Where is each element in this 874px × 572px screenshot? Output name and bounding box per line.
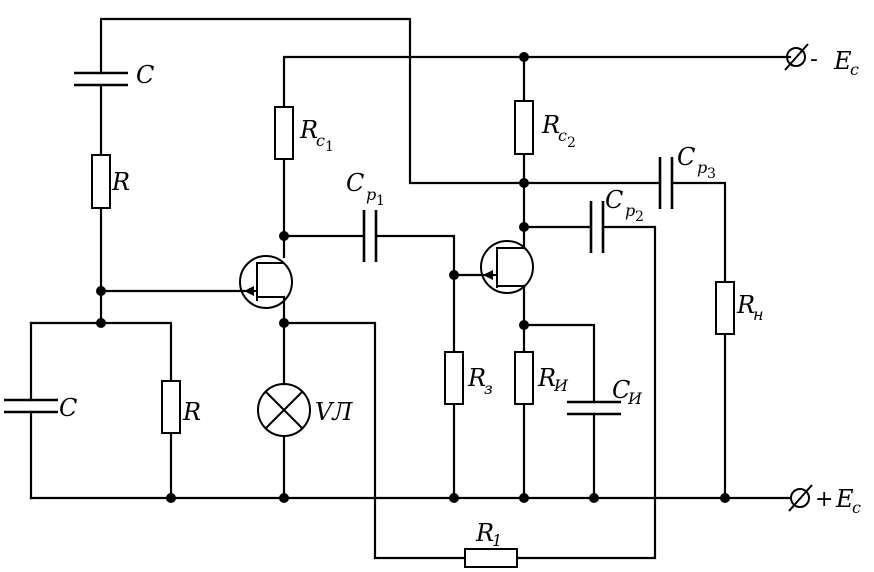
label-r1: R 1 xyxy=(475,519,502,550)
capacitor-cp3 xyxy=(658,157,674,209)
svg-text:+: + xyxy=(815,487,833,512)
capacitor-cp2 xyxy=(589,201,605,253)
terminal-bottom xyxy=(788,484,813,512)
resistor-r-left xyxy=(161,380,181,434)
label-rc2: R c 2 xyxy=(541,111,576,151)
svg-text:C: C xyxy=(605,186,623,214)
svg-text:C: C xyxy=(677,143,695,171)
svg-text:E: E xyxy=(835,485,854,513)
label-c-top: C xyxy=(136,61,154,89)
svg-text:И: И xyxy=(553,376,569,395)
capacitor-ci xyxy=(567,400,621,416)
svg-text:1: 1 xyxy=(376,193,385,209)
capacitor-c-left xyxy=(4,398,58,414)
svg-text:И: И xyxy=(627,389,643,408)
junction-nodes xyxy=(96,52,730,503)
label-c-left: C xyxy=(59,394,77,422)
svg-text:1: 1 xyxy=(492,531,502,550)
terminal-top xyxy=(784,43,809,71)
label-r-left: R xyxy=(182,398,201,426)
label-cp2: C p 2 xyxy=(605,186,644,225)
label-r-top: R xyxy=(111,168,130,196)
svg-text:3: 3 xyxy=(707,166,716,182)
label-ec-top: - E c xyxy=(810,47,859,79)
capacitor-cp1 xyxy=(362,210,378,262)
label-rz: R з xyxy=(467,364,493,398)
svg-text:з: з xyxy=(484,379,493,398)
label-rn: R н xyxy=(736,291,764,324)
resistor-r-top xyxy=(91,154,111,209)
svg-text:C: C xyxy=(346,169,364,197)
wires xyxy=(29,17,792,560)
resistor-rz xyxy=(444,351,464,405)
label-ci: C И xyxy=(612,376,643,408)
svg-text:p: p xyxy=(366,185,376,204)
label-cp3: C p 3 xyxy=(677,143,716,182)
svg-text:-: - xyxy=(810,47,818,72)
svg-text:R: R xyxy=(736,291,755,319)
svg-text:E: E xyxy=(833,47,852,75)
svg-text:R: R xyxy=(541,111,560,139)
resistor-ri xyxy=(514,351,534,405)
svg-text:p: p xyxy=(697,158,707,177)
label-cp1: C p 1 xyxy=(346,169,385,209)
label-ri: R И xyxy=(537,364,569,395)
label-ec-bottom: + E c xyxy=(815,485,861,517)
svg-text:1: 1 xyxy=(325,139,334,155)
svg-text:R: R xyxy=(467,364,486,392)
resistor-rn xyxy=(715,281,735,335)
svg-text:c: c xyxy=(316,131,325,150)
svg-text:2: 2 xyxy=(567,135,576,151)
label-lamp: VЛ xyxy=(315,398,353,426)
lamp-vl xyxy=(257,383,311,437)
svg-text:2: 2 xyxy=(635,209,644,225)
resistor-rc1 xyxy=(274,106,294,160)
svg-text:R: R xyxy=(537,364,556,392)
transistor-vt2 xyxy=(480,240,534,294)
label-rc1: R c 1 xyxy=(299,116,334,155)
svg-text:R: R xyxy=(475,519,494,547)
svg-text:p: p xyxy=(625,201,635,220)
capacitor-c-top xyxy=(74,71,128,87)
svg-text:R: R xyxy=(299,116,318,144)
svg-text:c: c xyxy=(558,126,567,145)
resistor-r1 xyxy=(464,548,518,568)
svg-text:c: c xyxy=(852,498,861,517)
svg-text:н: н xyxy=(753,305,764,324)
resistor-rc2 xyxy=(514,100,534,155)
svg-text:C: C xyxy=(612,376,630,404)
transistor-vt1 xyxy=(239,255,293,309)
svg-text:c: c xyxy=(850,60,859,79)
